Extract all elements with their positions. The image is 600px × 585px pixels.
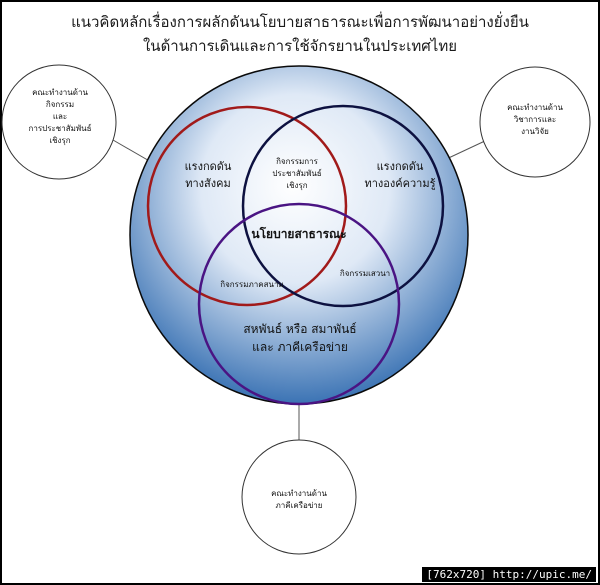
social-pressure-line: ทางสังคม [185,177,231,190]
network-line: และ ภาคีเครือข่าย [252,340,348,354]
image-size-watermark: [762x720] http://upic.me/ [422,567,596,582]
seminar-activity-overlap-label: กิจกรรมเสวนา [339,269,391,278]
pr-activity-line: ประชาสัมพันธ์ [272,169,322,178]
node-left-line: คณะทำงานด้าน [32,88,88,97]
node-right-line: วิชาการและ [513,115,557,124]
social-pressure-line: แรงกดดัน [184,160,232,173]
knowledge-pressure-label: แรงกดดัน ทางองค์ความรู้ [350,158,450,192]
diagram-title-line1: แนวคิดหลักเรื่องการผลักดันนโยบายสาธารณะเ… [71,13,529,31]
pr-activity-overlap-label: กิจกรรมการ ประชาสัมพันธ์ เชิงรุก [257,156,337,192]
circle-network [197,202,401,406]
knowledge-pressure-line: ทางองค์ความรู้ [364,177,436,190]
node-left-line: กิจกรรม [45,100,75,109]
node-right-label: คณะทำงานด้าน วิชาการและ งานวิจัย [490,102,580,138]
diagram-title-line2: ในด้านการเดินและการใช้จักรยานในประเทศไทย [142,37,458,55]
pr-activity-line: กิจกรรมการ [276,157,318,166]
node-right-line: คณะทำงานด้าน [507,103,563,112]
field-activity-overlap-label: กิจกรรมภาคสนาม [220,280,284,289]
node-academic-research [479,66,591,178]
node-left-line: เชิงรุก [49,136,71,145]
node-bottom-line: คณะทำงานด้าน [271,489,327,498]
node-left-line: การประชาสัมพันธ์ [28,124,92,133]
node-bottom-line: ภาคีเครือข่าย [275,501,323,510]
public-policy-center-label: นโยบายสาธารณะ [251,227,347,241]
node-left-label: คณะทำงานด้าน กิจกรรม และ การประชาสัมพันธ… [15,87,105,147]
node-bottom-label: คณะทำงานด้าน ภาคีเครือข่าย [254,488,344,512]
network-label: สหพันธ์ หรือ สมาพันธ์ และ ภาคีเครือข่าย [225,320,375,356]
pr-activity-line: เชิงรุก [286,181,308,190]
network-line: สหพันธ์ หรือ สมาพันธ์ [243,322,357,336]
node-network-partners [241,439,357,555]
node-left-line: และ [52,112,68,121]
circle-social-pressure [146,105,348,307]
node-right-line: งานวิจัย [521,127,549,136]
knowledge-pressure-line: แรงกดดัน [376,160,424,173]
circle-knowledge-pressure [241,104,445,308]
social-pressure-label: แรงกดดัน ทางสังคม [168,158,248,192]
node-activity-pr [1,64,117,180]
